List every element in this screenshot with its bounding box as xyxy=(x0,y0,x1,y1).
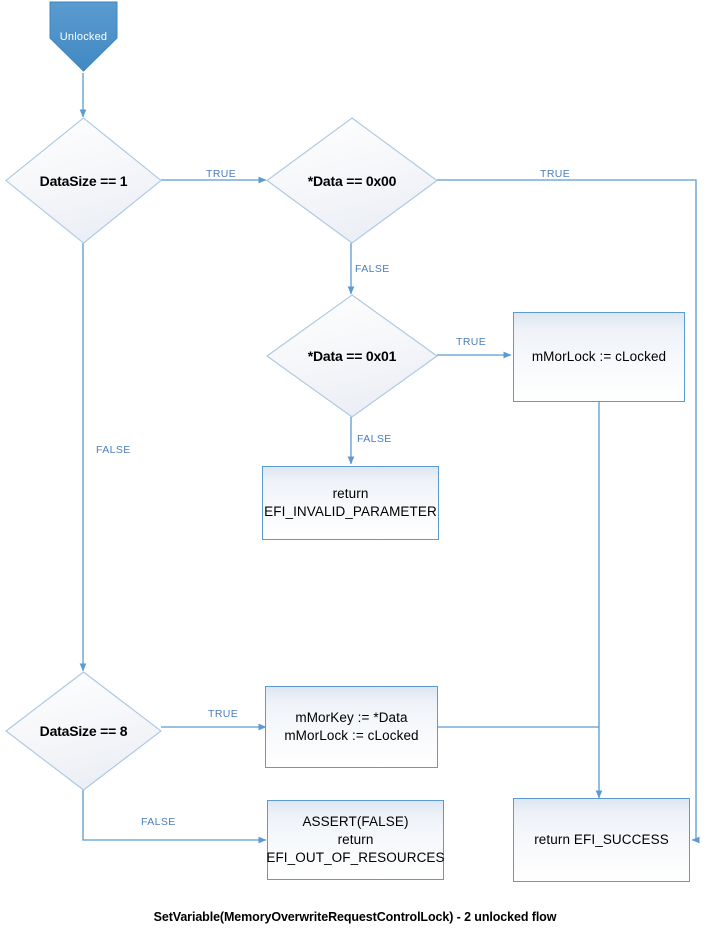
process-line-2: return xyxy=(337,832,374,848)
diagram-caption: SetVariable(MemoryOverwriteRequestContro… xyxy=(153,910,557,924)
node-decision-datasize-eq-8[interactable]: DataSize == 8 xyxy=(5,671,162,791)
start-pentagon-shape xyxy=(49,1,118,72)
edge-label-datasize1-true: TRUE xyxy=(206,168,237,180)
node-process-mmorlock-clocked[interactable]: mMorLock := cLocked xyxy=(513,312,685,402)
node-process-return-success[interactable]: return EFI_SUCCESS xyxy=(513,798,690,882)
process-line-1: return xyxy=(332,486,369,502)
edge-label-data00-false: FALSE xyxy=(355,263,390,275)
decision-diamond-shape xyxy=(266,294,438,418)
decision-label: DataSize == 8 xyxy=(39,723,128,739)
process-line-1: return EFI_SUCCESS xyxy=(534,832,669,848)
node-decision-data-eq-0x00[interactable]: *Data == 0x00 xyxy=(266,117,438,244)
node-start-unlocked[interactable]: Unlocked xyxy=(48,0,119,73)
process-line-2: mMorLock := cLocked xyxy=(284,728,419,743)
decision-label: *Data == 0x01 xyxy=(307,348,397,364)
decision-diamond-shape xyxy=(266,117,438,244)
node-process-mmorkey-assign[interactable]: mMorKey := *Data mMorLock := cLocked xyxy=(265,686,438,768)
process-line-1: mMorKey := *Data xyxy=(295,710,408,726)
start-label: Unlocked xyxy=(59,30,108,43)
edge-label-datasize8-false: FALSE xyxy=(141,816,176,828)
edge-datasize8-false xyxy=(82,790,267,844)
edge-label-data01-true: TRUE xyxy=(456,336,487,348)
node-process-return-invalid-parameter[interactable]: return EFI_INVALID_PARAMETER xyxy=(262,466,439,540)
decision-diamond-shape xyxy=(5,117,162,244)
edge-label-datasize1-false: FALSE xyxy=(96,444,131,456)
edge-data00-true xyxy=(437,179,700,844)
decision-diamond-shape xyxy=(5,671,162,791)
edge-label-datasize8-true: TRUE xyxy=(208,708,239,720)
node-decision-data-eq-0x01[interactable]: *Data == 0x01 xyxy=(266,294,438,418)
node-decision-datasize-eq-1[interactable]: DataSize == 1 xyxy=(5,117,162,244)
node-process-assert-out-of-resources[interactable]: ASSERT(FALSE) return EFI_OUT_OF_RESOURCE… xyxy=(266,800,445,880)
edge-label-data00-true: TRUE xyxy=(540,168,571,180)
process-line-3: EFI_OUT_OF_RESOURCES xyxy=(266,849,445,865)
process-line-2: EFI_INVALID_PARAMETER xyxy=(264,504,437,519)
process-line-1: ASSERT(FALSE) xyxy=(302,814,409,830)
edge-label-data01-false: FALSE xyxy=(357,433,392,445)
decision-label: DataSize == 1 xyxy=(39,172,128,189)
process-line-1: mMorLock := cLocked xyxy=(531,349,667,365)
decision-label: *Data == 0x00 xyxy=(307,172,397,189)
